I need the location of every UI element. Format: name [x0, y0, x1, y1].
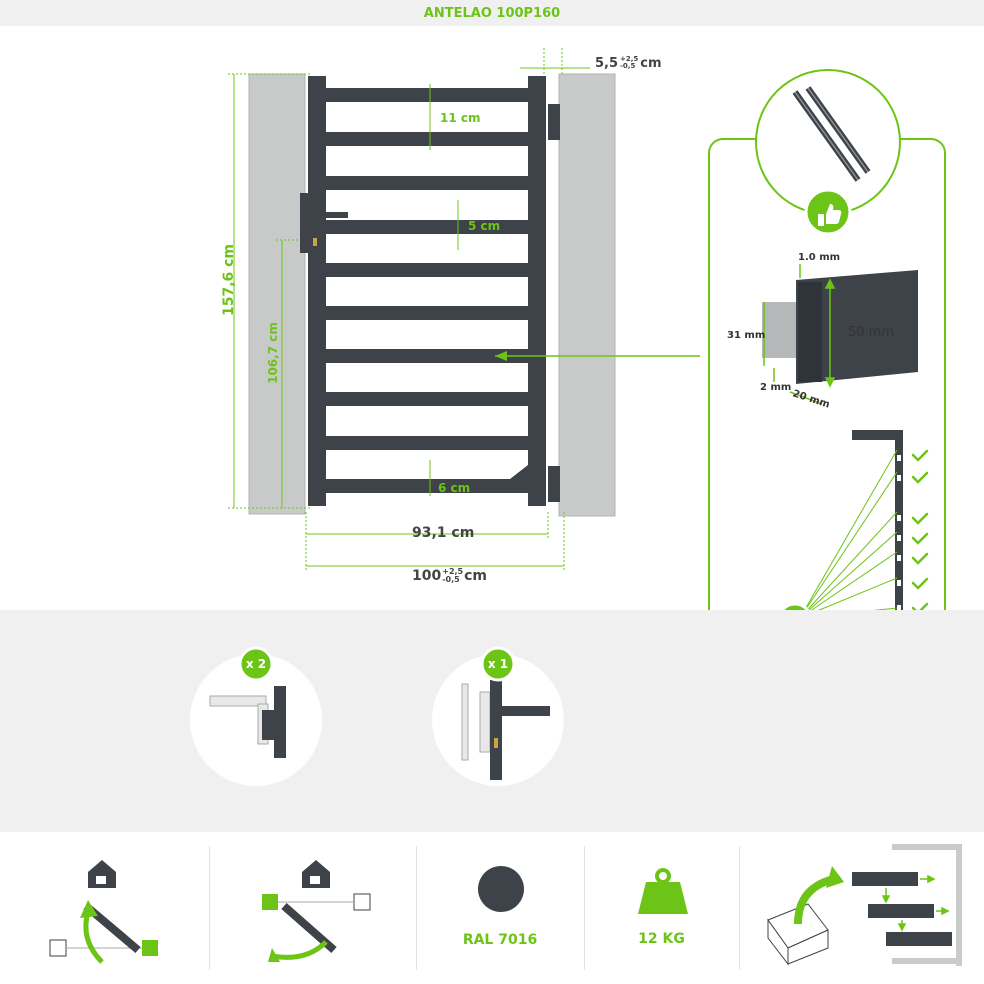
profile-inner-height: 31 mm — [727, 330, 766, 341]
profile-lip: 2 mm — [760, 382, 792, 393]
lock-handle — [312, 212, 348, 218]
profile-height: 50 mm — [848, 325, 895, 340]
separator — [584, 846, 585, 970]
dim-outer-tol-minus: -0,5 — [442, 575, 460, 584]
hinge-top — [548, 104, 560, 140]
lock-accessory — [432, 646, 564, 786]
dim-bottom-gap: 6 cm — [438, 481, 471, 495]
profile-thickness: 1.0 mm — [798, 252, 841, 263]
dim-total-height: 157,6 cm — [221, 243, 237, 317]
dim-outer-width: 100+2,5-0,5 cm — [412, 567, 487, 585]
separator — [416, 846, 417, 970]
dim-outer-unit: cm — [464, 568, 487, 584]
dim-handle-height: 106,7 cm — [266, 322, 280, 384]
opening-left-icon — [49, 860, 158, 964]
dim-post-unit: cm — [640, 56, 662, 71]
separator — [739, 846, 740, 970]
dim-inner-width: 93,1 cm — [412, 525, 475, 541]
dim-bar-gap: 11 cm — [440, 111, 481, 125]
header-bar: ANTELAO 100P160 — [0, 0, 984, 26]
dim-post-gap: 5,5+2,5-0,5 cm — [595, 55, 662, 72]
dim-post-base: 5,5 — [595, 56, 619, 71]
dim-post-tol-plus: +2,5 — [620, 55, 639, 63]
profile-section — [796, 270, 918, 384]
product-title: ANTELAO 100P160 — [423, 6, 561, 21]
gate-frame-right — [528, 76, 546, 506]
lock-count: x 1 — [487, 657, 509, 671]
gate-bars — [322, 88, 532, 493]
dim-outer-tol-plus: +2,5 — [442, 567, 464, 576]
separator — [209, 846, 210, 970]
hinge-bottom — [548, 466, 560, 502]
weight-icon — [638, 868, 688, 914]
hinges-count: x 2 — [245, 657, 267, 671]
box-icon — [767, 844, 962, 966]
dim-bar-height: 5 cm — [468, 219, 501, 233]
hinges-accessory — [190, 646, 322, 786]
right-post — [559, 74, 615, 516]
weight-label: 12 KG — [638, 931, 685, 947]
left-post — [249, 74, 305, 514]
dim-outer-base: 100 — [412, 568, 442, 584]
gate-drawing — [228, 48, 700, 572]
opening-right-icon — [262, 860, 371, 962]
dim-post-tol-minus: -0,5 — [620, 62, 636, 70]
lock-plate — [300, 193, 312, 253]
color-label: RAL 7016 — [462, 932, 538, 948]
actuator-rods — [792, 86, 871, 182]
gate-frame-left — [308, 76, 326, 506]
color-swatch — [478, 866, 524, 912]
